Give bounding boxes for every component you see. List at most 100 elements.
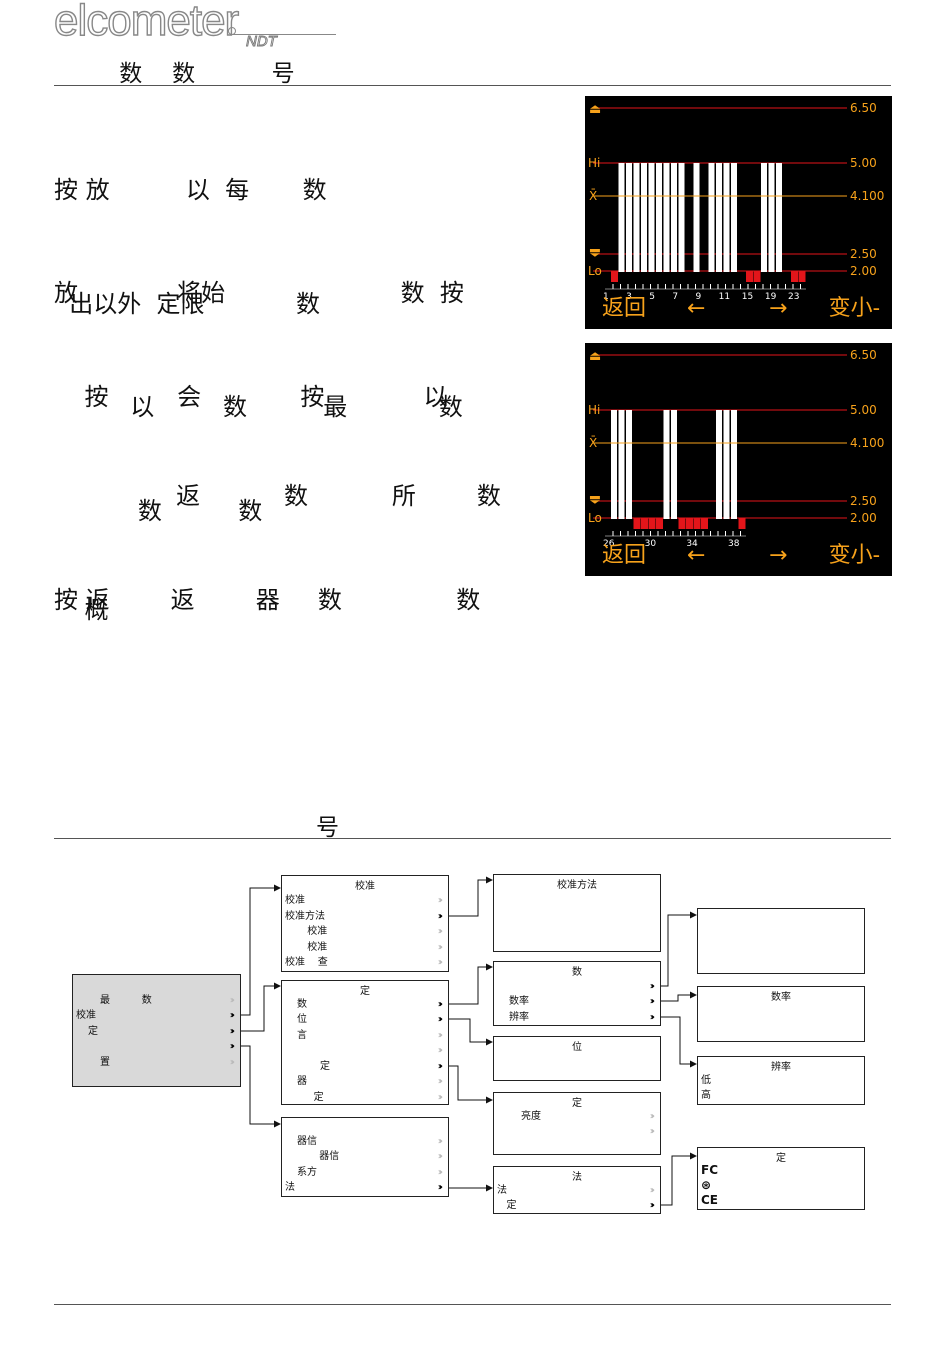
menu-title: 定 <box>776 1153 786 1164</box>
reading-bar <box>633 163 640 272</box>
limit-value-label: 6.50 <box>850 101 877 115</box>
reading-bar <box>716 163 722 272</box>
elcometer-logo: elcometer NDT <box>53 0 336 54</box>
menu-item[interactable]: 置›› <box>100 1057 236 1068</box>
menu-reading-rate: 数率 <box>697 986 865 1042</box>
chevron-right-icon: ›› <box>229 1057 236 1068</box>
reading-bar <box>731 163 737 272</box>
paragraph-2: 放 将始 数 按 以 数 最 数 <box>54 198 464 464</box>
chevron-right-icon: ›› <box>437 1136 444 1147</box>
hi-marker-label: Hi <box>588 156 600 170</box>
rcm-logo-icon: ⊛ <box>701 1178 712 1192</box>
menu-calibration-method: 校准方法 <box>493 874 661 952</box>
reading-bar-low <box>746 271 753 282</box>
reading-bar <box>708 163 715 272</box>
menu-item[interactable]: 校准方法›› <box>285 911 443 922</box>
arrow-left-icon[interactable]: ← <box>687 543 706 568</box>
menu-item[interactable]: 器›› <box>297 1076 443 1087</box>
section-title-readings: 数 数 号 <box>82 61 297 87</box>
softkey-shrink[interactable]: 变小- <box>828 296 880 321</box>
chevron-right-icon: ›› <box>649 1126 656 1137</box>
reading-bar <box>663 410 670 519</box>
reading-bar-low <box>611 271 618 282</box>
menu-item[interactable]: 言›› <box>297 1030 443 1041</box>
menu-item[interactable]: 定›› <box>88 1026 236 1037</box>
menu-item[interactable]: 数›› <box>297 999 444 1010</box>
arrow-right-icon[interactable]: → <box>769 296 788 321</box>
chevron-right-icon: ›› <box>649 1111 656 1122</box>
x-tick-label: 30 <box>645 539 657 549</box>
reading-bar-low <box>686 518 693 529</box>
logo-underline <box>232 34 336 35</box>
menu-item[interactable]: 位›› <box>297 1014 443 1025</box>
menu-title: 数率 <box>771 992 791 1003</box>
arrow-left-icon[interactable]: ← <box>687 296 706 321</box>
menu-item[interactable]: 辨率›› <box>509 1012 655 1023</box>
menu-settings: 定 数›› 位›› 言›› ›› 定›› 器›› 定›› <box>281 980 449 1105</box>
menu-item[interactable]: 定›› <box>497 1200 656 1211</box>
menu-title: 定 <box>572 1098 582 1109</box>
menu-item[interactable]: 器信›› <box>297 1136 444 1147</box>
menu-item[interactable]: ›› <box>285 1043 444 1058</box>
chevron-right-icon: ›› <box>229 995 236 1006</box>
reading-bar <box>716 410 722 519</box>
section-rule-top <box>54 85 891 86</box>
chevron-right-icon: ›› <box>437 999 444 1010</box>
menu-item[interactable]: 校准 查›› <box>285 957 444 968</box>
chevron-right-icon: ›› <box>649 1200 656 1211</box>
menu-item[interactable]: 校准›› <box>285 895 443 906</box>
softkey-shrink[interactable]: 变小- <box>828 543 880 568</box>
menu-item[interactable]: 高 <box>701 1090 711 1101</box>
menu-item[interactable]: 最 数›› <box>100 995 236 1006</box>
limit-value-label: 4.100 <box>850 189 884 203</box>
reading-bar <box>761 163 767 272</box>
softkey-back[interactable]: 返回 <box>602 543 647 568</box>
menu-title: 辨率 <box>771 1062 791 1073</box>
menu-item[interactable]: ›› <box>76 1039 236 1054</box>
menu-item[interactable]: 定›› <box>285 1061 443 1072</box>
mean-marker-label: X̄ <box>589 436 597 450</box>
menu-item[interactable]: 亮度›› <box>521 1111 656 1122</box>
chevron-right-icon: ›› <box>437 1151 444 1162</box>
menu-item[interactable]: 校准›› <box>76 1010 235 1021</box>
menu-item[interactable]: 系方›› <box>297 1167 443 1178</box>
softkey-back[interactable]: 返回 <box>602 296 647 321</box>
x-tick-label: 26 <box>603 539 615 549</box>
reading-bar-low <box>633 518 641 529</box>
reading-bar <box>618 410 625 519</box>
menu-item[interactable]: 器信›› <box>297 1151 444 1162</box>
limit-value-label: 2.00 <box>850 264 877 278</box>
chevron-right-icon: ›› <box>229 1026 236 1037</box>
limit-value-label: 2.50 <box>850 247 877 261</box>
menu-item[interactable]: 定›› <box>285 1092 444 1103</box>
menu-item[interactable]: 校准›› <box>285 942 443 953</box>
chevron-right-icon: ›› <box>437 1045 444 1056</box>
limit-value-label: 5.00 <box>850 403 877 417</box>
menu-main: 最 数›› 校准›› 定›› ›› 置›› <box>72 974 241 1087</box>
mean-marker-label: X̄ <box>589 189 597 203</box>
paragraph-1: 按 放 以 每 数 出以外 定限 数 <box>54 95 327 361</box>
menu-item[interactable]: 法›› <box>285 1182 443 1193</box>
lo-marker-label: Lo <box>588 511 602 525</box>
menu-item[interactable]: 法›› <box>497 1185 655 1196</box>
reading-bar <box>663 163 670 272</box>
arrow-right-icon[interactable]: → <box>769 543 788 568</box>
menu-item[interactable]: 数率›› <box>509 996 655 1007</box>
section-rule-middle <box>54 838 891 839</box>
paragraph-line: 按 返 返 器 数 数 <box>54 586 481 614</box>
hi-marker-label: Hi <box>588 403 600 417</box>
reading-bar <box>626 163 632 272</box>
reading-bar-low <box>753 271 761 282</box>
menu-item[interactable]: ›› <box>497 979 656 994</box>
reading-bar <box>626 410 632 519</box>
menu-item[interactable]: 低 <box>701 1075 711 1086</box>
x-tick-label: 3 <box>626 292 632 302</box>
menu-item[interactable]: 校准›› <box>285 926 443 937</box>
menu-item[interactable]: ›› <box>497 1124 656 1139</box>
menu-title: 法 <box>572 1172 582 1183</box>
chevron-right-icon: ›› <box>437 957 444 968</box>
